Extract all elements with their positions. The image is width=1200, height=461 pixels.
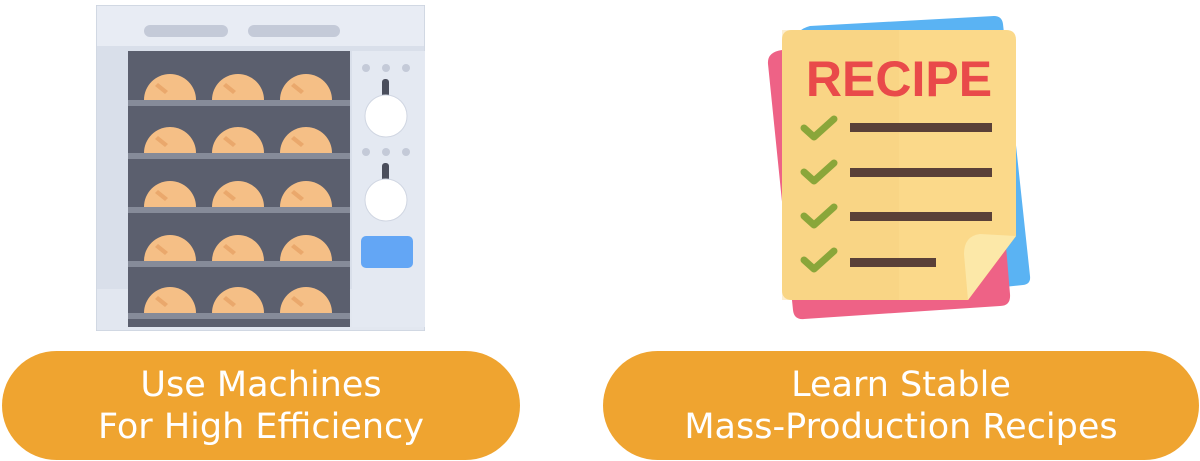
- caption-line: For High Efficiency: [98, 406, 424, 447]
- caption-machines: Use Machines For High Efficiency: [2, 351, 520, 460]
- caption-line: Learn Stable: [791, 364, 1011, 405]
- recipe-icon: RECIPE: [758, 14, 1038, 320]
- oven-icon: [95, 4, 426, 332]
- caption-line: Mass-Production Recipes: [684, 406, 1118, 447]
- caption-line: Use Machines: [140, 364, 382, 405]
- recipe-title: RECIPE: [806, 51, 992, 107]
- caption-recipes: Learn Stable Mass-Production Recipes: [603, 351, 1199, 460]
